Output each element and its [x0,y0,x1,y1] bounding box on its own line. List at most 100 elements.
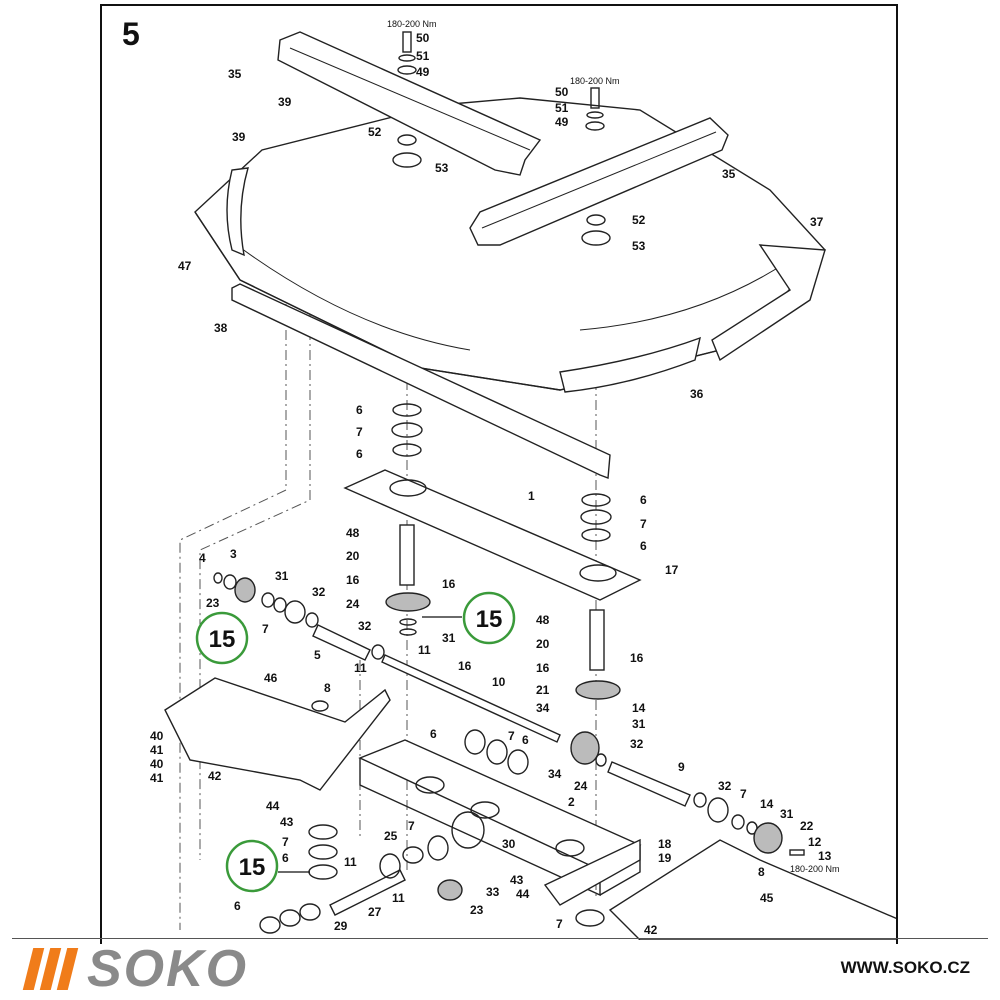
top-bar-left-35 [277,31,542,176]
label-53b: 53 [632,239,646,253]
callout-15-left: 15 [209,626,236,653]
shaft-20-right [589,609,605,671]
bevel-gear-21 [575,680,621,700]
label-6g: 6 [282,851,289,865]
label-36: 36 [690,387,704,401]
label-20b: 20 [536,637,550,651]
label-39b: 39 [232,130,246,144]
label-11d: 11 [392,891,405,905]
bearing-stack-left [391,403,423,457]
side-frame-46 [164,677,391,791]
label-11: 11 [418,643,431,657]
front-guard-36 [559,336,701,393]
label-7h: 7 [556,917,563,931]
label-12: 12 [808,835,822,849]
label-2: 2 [568,795,575,809]
label-20: 20 [346,549,360,563]
label-31d: 31 [780,807,794,821]
label-42: 42 [208,769,222,783]
label-29: 29 [334,919,348,933]
label-52: 52 [368,125,382,139]
label-6d: 6 [640,539,647,553]
part-labels: 50 51 49 35 39 52 53 39 50 51 49 35 52 5… [150,31,832,937]
label-7g: 7 [740,787,747,801]
label-37: 37 [810,215,824,229]
label-48b: 48 [536,613,550,627]
label-16: 16 [346,573,360,587]
label-18: 18 [658,837,672,851]
torque-label-3: 180-200 Nm [790,864,840,874]
website-link[interactable]: WWW.SOKO.CZ [840,958,970,977]
rear-skirt [226,167,249,257]
brand-name: SOKO [87,940,249,998]
label-4: 4 [199,551,206,565]
label-43: 43 [280,815,294,829]
label-14: 14 [632,701,646,715]
label-16d: 16 [630,651,644,665]
label-25: 25 [384,829,398,843]
torque-label-2: 180-200 Nm [570,76,620,86]
label-49: 49 [416,65,430,79]
label-19: 19 [658,851,672,865]
bevel-gear-24 [385,592,431,612]
label-40b: 40 [150,757,164,771]
three-slanted-bars-logo-icon [22,948,79,990]
label-45: 45 [760,891,774,905]
label-23b: 23 [470,903,484,917]
label-14b: 14 [760,797,774,811]
label-6c: 6 [640,493,647,507]
side-guard-37 [711,244,826,362]
label-52b: 52 [632,213,646,227]
label-50b: 50 [555,85,569,99]
label-51: 51 [416,49,430,63]
label-3: 3 [230,547,237,561]
label-41b: 41 [150,771,164,785]
label-53: 53 [435,161,449,175]
label-35b: 35 [722,167,736,181]
label-7b: 7 [640,517,647,531]
label-6e: 6 [430,727,437,741]
label-32b: 32 [358,619,372,633]
bearing-stack-right [580,493,612,542]
label-39: 39 [278,95,292,109]
footer-divider [12,938,988,939]
label-49b: 49 [555,115,569,129]
label-6: 6 [356,403,363,417]
label-33: 33 [486,885,500,899]
label-24: 24 [346,597,360,611]
label-48: 48 [346,526,360,540]
label-32d: 32 [718,779,732,793]
label-8b: 8 [758,865,765,879]
label-5: 5 [314,648,321,662]
gearbox-cover-plate-1 [343,469,642,601]
label-7e: 7 [282,835,289,849]
label-11b: 11 [354,661,367,675]
label-22: 22 [800,819,814,833]
label-38: 38 [214,321,228,335]
label-42b: 42 [644,923,658,937]
label-41: 41 [150,743,164,757]
label-31c: 31 [632,717,646,731]
label-30: 30 [502,837,516,851]
top-bar-right-35 [469,117,729,246]
exploded-parts-diagram: 50 51 49 35 39 52 53 39 50 51 49 35 52 5… [150,19,896,940]
label-7c: 7 [262,622,269,636]
callout-15-right: 15 [476,606,503,633]
label-23: 23 [206,596,220,610]
channel-bar-38 [231,283,611,479]
label-32: 32 [312,585,326,599]
label-17: 17 [665,563,679,577]
top-bolt-stacks [392,31,611,246]
label-6h: 6 [234,899,241,913]
label-16c: 16 [536,661,550,675]
label-8: 8 [324,681,331,695]
left-pinion-group [213,572,385,661]
label-9: 9 [678,760,685,774]
torque-label-1: 180-200 Nm [387,19,437,29]
label-34: 34 [536,701,550,715]
label-40: 40 [150,729,164,743]
label-7: 7 [356,425,363,439]
label-50: 50 [416,31,430,45]
label-21: 21 [536,683,550,697]
label-27: 27 [368,905,382,919]
